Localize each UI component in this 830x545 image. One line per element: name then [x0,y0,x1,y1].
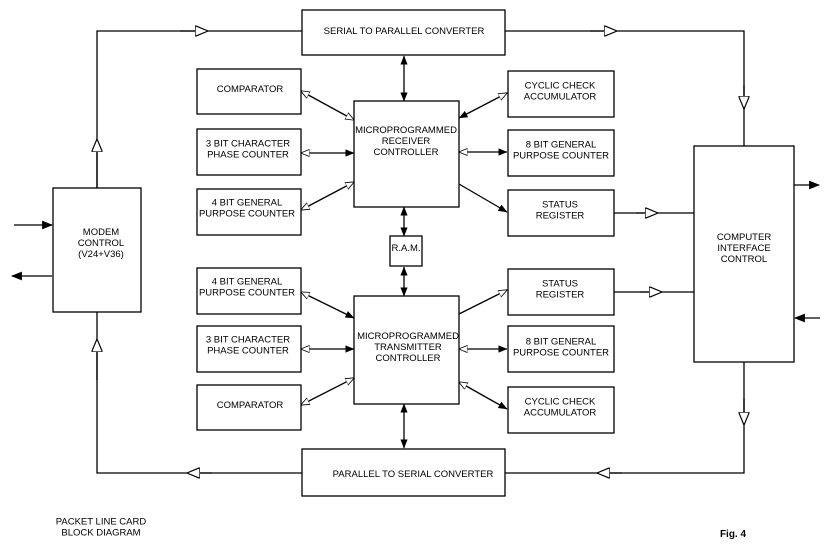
tx-comparator-label: COMPARATOR [217,400,284,411]
tx-cyclic-check-label-line-1: CYCLIC CHECK [525,397,596,408]
rx-status-register-label-line-1: STATUS [542,200,578,211]
tx-comparator-label-line-1: COMPARATOR [217,400,284,411]
rx-comparator-label-line-1: COMPARATOR [217,84,284,95]
serial-to-parallel-label: SERIAL TO PARALLEL CONVERTER [324,26,485,37]
diagram-caption-line-1: PACKET LINE CARD [56,517,147,528]
blocks [52,9,795,497]
serial-to-parallel-block [301,9,506,56]
computer-interface-label-line-2: INTERFACE [717,243,770,254]
rx-status-register-label-line-2: REGISTER [536,211,585,222]
tx-8bit-counter-label-line-1: 8 BIT GENERAL [526,337,597,348]
tx-3bit-counter-block [196,325,302,373]
modem-control-label-line-3: (V24+V36) [78,249,124,260]
modem-to-serial-wire [96,30,302,188]
rx-status-register-block [507,189,615,237]
tx-cyclic-check-link [459,382,507,410]
modem-control-block [52,187,142,313]
ram-label: R.A.M. [391,243,420,254]
rx-cyclic-check-link [459,93,507,119]
tx-status-register-label-line-2: REGISTER [536,290,585,301]
rx-3bit-counter-label-line-2: PHASE COUNTER [207,150,289,161]
bidirectional-links [301,55,508,449]
computer-interface-label-line-1: COMPUTER [717,232,772,243]
figure-number: Fig. 4 [720,529,747,540]
parallel-to-serial-label-line-1: PARALLEL TO SERIAL CONVERTER [333,469,494,480]
tx-status-register-label-line-1: STATUS [542,279,578,290]
rx-8bit-counter-block [507,129,615,177]
tx-comparator-link [301,378,354,405]
rx-4bit-counter-block [196,188,302,236]
modem-control-label-line-1: MODEM [83,227,120,238]
rx-status-link [458,183,508,213]
rx-8bit-counter-label-line-1: 8 BIT GENERAL [526,140,597,151]
parallel-to-serial-block [301,448,506,497]
tx-controller-label-line-2: TRANSMITTER [374,342,442,353]
modem-control-label-line-2: CONTROL [78,238,124,249]
rx-cyclic-check-label-line-1: CYCLIC CHECK [525,81,596,92]
rx-controller-label-line-2: RECEIVER [382,136,431,147]
rx-comparator-label: COMPARATOR [217,84,284,95]
rx-controller-block [353,100,460,208]
tx-cyclic-check-label-line-2: ACCUMULATOR [524,408,597,419]
rx-3bit-counter-block [196,128,302,176]
rx-4bit-counter-link [301,182,354,210]
tx-4bit-counter-block [196,267,302,315]
block-labels: SERIAL TO PARALLEL CONVERTER PARALLEL TO… [78,26,772,480]
rx-comparator-block [196,68,302,115]
rx-4bit-counter-label-line-1: 4 BIT GENERAL [212,198,283,209]
computer-interface-block [693,145,795,363]
rx-3bit-counter-label-line-1: 3 BIT CHARACTER [206,139,290,150]
computer-interface-label-line-3: CONTROL [721,254,767,265]
tx-controller-label-line-1: MICROPROGRAMMED [357,331,459,342]
rx-4bit-counter-label-line-2: PURPOSE COUNTER [199,209,295,220]
tx-4bit-counter-link [301,292,354,319]
tx-controller-block [353,295,460,405]
tx-controller-label-line-3: CONTROLLER [376,353,441,364]
external-io-arrows [10,180,821,323]
tx-comparator-block [196,384,302,431]
serial-to-parallel-label-line-1: SERIAL TO PARALLEL CONVERTER [324,26,485,37]
tx-cyclic-check-block [507,386,615,434]
tx-3bit-counter-label-line-1: 3 BIT CHARACTER [206,335,290,346]
tx-4bit-counter-label-line-1: 4 BIT GENERAL [212,277,283,288]
data-path-wires [97,31,744,473]
tx-status-register-block [507,268,615,316]
ram-block [389,235,423,267]
rx-controller-label-line-1: MICROPROGRAMMED [355,125,457,136]
tx-3bit-counter-label-line-2: PHASE COUNTER [207,346,289,357]
ram-label-line-1: R.A.M. [391,243,420,254]
rx-cyclic-check-block [507,70,615,118]
rx-cyclic-check-label-line-2: ACCUMULATOR [524,92,597,103]
parallel-to-serial-label: PARALLEL TO SERIAL CONVERTER [333,469,494,480]
tx-8bit-counter-label-line-2: PURPOSE COUNTER [513,348,609,359]
tx-8bit-counter-block [507,325,615,373]
rx-comparator-link [301,91,354,120]
rx-controller-label-line-3: CONTROLLER [374,147,439,158]
diagram-caption-line-2: BLOCK DIAGRAM [61,528,140,539]
rx-8bit-counter-label-line-2: PURPOSE COUNTER [513,151,609,162]
tx-status-link [458,290,507,315]
tx-4bit-counter-label-line-2: PURPOSE COUNTER [199,288,295,299]
